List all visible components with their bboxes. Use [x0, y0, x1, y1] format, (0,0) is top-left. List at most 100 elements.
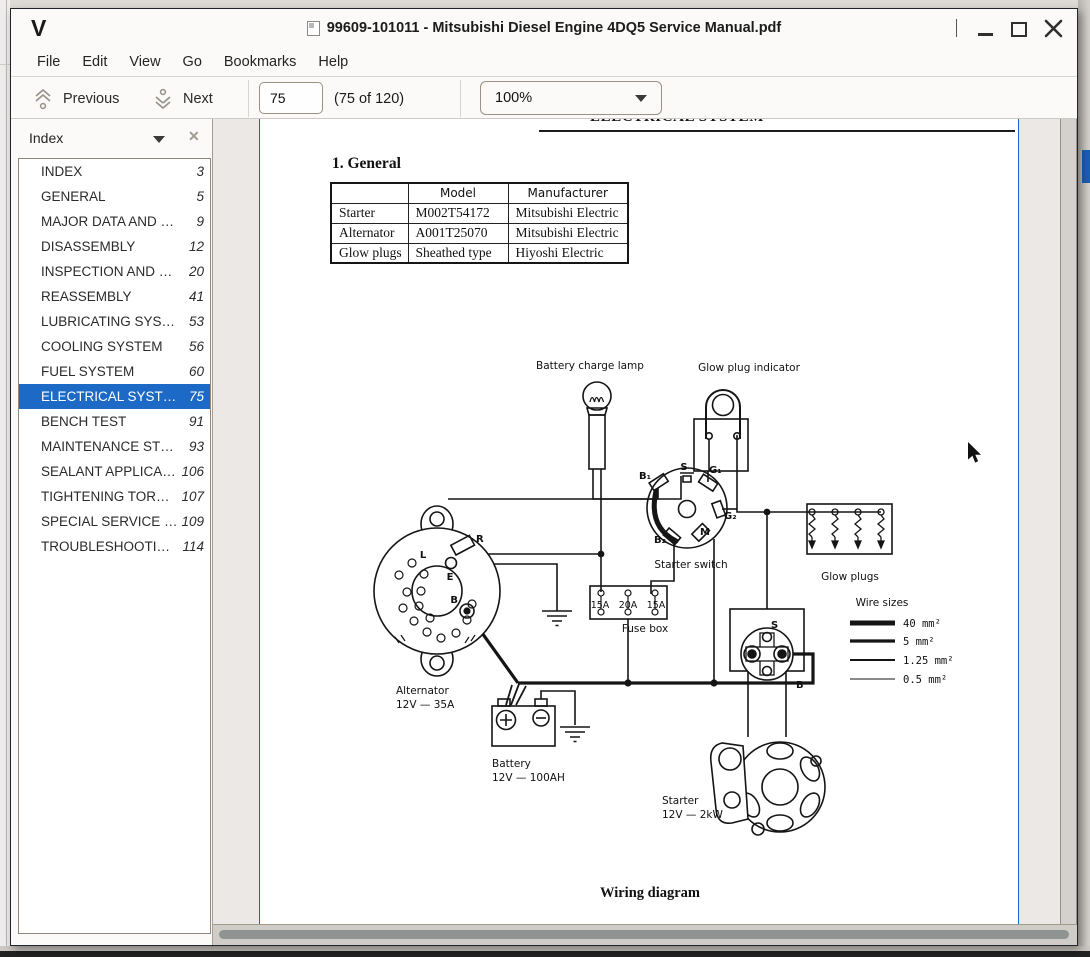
sidebar-item-bench-test[interactable]: BENCH TEST91	[19, 409, 210, 434]
minimize-button[interactable]	[975, 18, 995, 38]
sidebar-close-icon[interactable]: ✕	[188, 128, 200, 145]
menu-view[interactable]: View	[118, 47, 171, 76]
toolbar-separator-2	[460, 80, 461, 117]
bookmark-page: 41	[189, 289, 204, 304]
heading-rule	[539, 130, 1015, 132]
sidebar-item-electrical[interactable]: ELECTRICAL SYST… 75	[19, 384, 210, 409]
bookmark-label: MAINTENANCE ST…	[41, 439, 174, 454]
pdf-page: ELECTRICAL SYSTEM 1. General Model Manuf…	[259, 119, 1019, 924]
sidebar-item-reassembly[interactable]: REASSEMBLY41	[19, 284, 210, 309]
sidebar-item-fuel[interactable]: FUEL SYSTEM 60	[19, 359, 210, 384]
bookmark-page: 60	[189, 364, 204, 379]
sidebar-item-general[interactable]: GENERAL5	[19, 184, 210, 209]
svg-text:12V — 35A: 12V — 35A	[396, 699, 455, 711]
svg-text:E: E	[447, 572, 454, 583]
menu-help[interactable]: Help	[307, 47, 359, 76]
sidebar-item-tightening[interactable]: TIGHTENING TOR…107	[19, 484, 210, 509]
page-number-input[interactable]	[259, 82, 323, 114]
bookmark-page: 9	[196, 214, 204, 229]
svg-text:15A: 15A	[647, 600, 666, 611]
svg-text:G₂: G₂	[724, 511, 737, 522]
sidebar-item-sealant[interactable]: SEALANT APPLICA…106	[19, 459, 210, 484]
bookmark-page: 114	[182, 539, 204, 554]
bookmark-page: 93	[189, 439, 204, 454]
wire-sizes-legend: Wire sizes 40 mm² 5 mm² 1.25 mm² 0.5 mm²	[850, 597, 954, 686]
sidebar-item-special-service[interactable]: SPECIAL SERVICE …109	[19, 509, 210, 534]
vertical-scrollbar[interactable]	[1060, 119, 1077, 924]
svg-text:1.25 mm²: 1.25 mm²	[903, 655, 954, 667]
maximize-button[interactable]	[1009, 18, 1029, 38]
bookmarks-panel: INDEX3 GENERAL5 MAJOR DATA AND … 9 DISASS…	[18, 158, 211, 934]
sidebar-item-index[interactable]: INDEX3	[19, 159, 210, 184]
bookmark-page: 109	[181, 514, 204, 529]
chevrons-up-icon	[33, 88, 53, 110]
bookmark-label: INSPECTION AND …	[41, 264, 172, 279]
bookmark-label: COOLING SYSTEM	[41, 339, 163, 354]
toolbar: Previous Next (75 of 120) 100%	[11, 78, 1077, 119]
sidebar-item-major-data[interactable]: MAJOR DATA AND … 9	[19, 209, 210, 234]
mouse-cursor	[966, 441, 984, 465]
svg-text:20A: 20A	[619, 600, 638, 611]
svg-text:S: S	[680, 462, 687, 473]
zoom-select[interactable]: 100%	[480, 81, 662, 115]
bookmark-label: DISASSEMBLY	[41, 239, 135, 254]
sidebar-item-troubleshooting[interactable]: TROUBLESHOOTI… 114	[19, 534, 210, 559]
sidebar-item-maintenance[interactable]: MAINTENANCE ST… 93	[19, 434, 210, 459]
wiring-diagram: Battery charge lamp Glow plug indicator	[260, 349, 1019, 924]
next-page-button[interactable]: Next	[153, 78, 213, 119]
bookmark-label: ELECTRICAL SYST…	[41, 389, 176, 404]
table-row: AlternatorA001T25070Mitsubishi Electric	[331, 223, 628, 243]
alternator: R L E B Alternator 12V — 35A	[374, 506, 500, 711]
bookmark-label: MAJOR DATA AND …	[41, 214, 174, 229]
starter: S B Sta	[662, 609, 825, 835]
sidebar-item-lubricating[interactable]: LUBRICATING SYS…53	[19, 309, 210, 334]
bookmark-page: 75	[189, 389, 204, 404]
menu-file[interactable]: File	[26, 47, 71, 76]
bookmark-label: FUEL SYSTEM	[41, 364, 134, 379]
bookmark-page: 12	[189, 239, 204, 254]
bookmark-page: 3	[196, 164, 204, 179]
svg-text:Alternator: Alternator	[396, 685, 449, 697]
menu-go[interactable]: Go	[172, 47, 213, 76]
menu-bookmarks[interactable]: Bookmarks	[213, 47, 308, 76]
bookmark-page: 53	[189, 314, 204, 329]
desktop-background-right	[1078, 0, 1090, 957]
svg-text:R: R	[476, 534, 484, 545]
titlebar[interactable]: V 99609-101011 - Mitsubishi Diesel Engin…	[11, 9, 1077, 47]
close-button[interactable]	[1043, 18, 1063, 38]
bookmark-page: 56	[189, 339, 204, 354]
sidebar-item-disassembly[interactable]: DISASSEMBLY 12	[19, 234, 210, 259]
bookmark-label: TROUBLESHOOTI…	[41, 539, 170, 554]
battery-charge-lamp: Battery charge lamp	[536, 360, 644, 469]
bookmark-page: 107	[181, 489, 204, 504]
sidebar: Index ✕ INDEX3 GENERAL5 MAJOR DATA AND ……	[11, 119, 213, 945]
svg-text:12V — 100AH: 12V — 100AH	[492, 772, 565, 784]
pdf-document-icon	[307, 21, 320, 36]
pdf-viewer-window: V 99609-101011 - Mitsubishi Diesel Engin…	[10, 8, 1078, 946]
svg-text:B₂: B₂	[654, 535, 666, 546]
horizontal-scrollbar-thumb[interactable]	[219, 930, 1069, 939]
svg-text:40 mm²: 40 mm²	[903, 618, 941, 630]
svg-text:12V — 2kW: 12V — 2kW	[662, 809, 723, 821]
next-label: Next	[183, 91, 213, 107]
sidebar-dropdown-icon[interactable]	[153, 136, 165, 143]
svg-text:5 mm²: 5 mm²	[903, 636, 935, 648]
page-heading: ELECTRICAL SYSTEM	[590, 119, 764, 126]
previous-page-button[interactable]: Previous	[33, 78, 119, 119]
ground-symbol	[542, 611, 572, 626]
battery: Battery 12V — 100AH	[492, 699, 565, 784]
sidebar-mode-label[interactable]: Index	[29, 130, 63, 146]
bookmark-label: BENCH TEST	[41, 414, 126, 429]
menu-edit[interactable]: Edit	[71, 47, 118, 76]
sidebar-item-inspection[interactable]: INSPECTION AND …20	[19, 259, 210, 284]
titlebar-separator	[956, 19, 957, 37]
svg-text:B: B	[796, 680, 804, 691]
sidebar-item-cooling[interactable]: COOLING SYSTEM 56	[19, 334, 210, 359]
horizontal-scrollbar[interactable]	[213, 924, 1077, 945]
starter-switch: B₁ S G₁ G₂ M B₂ Starter switch	[639, 462, 737, 571]
table-header-row: Model Manufacturer	[331, 183, 628, 203]
table-row: StarterM002T54172Mitsubishi Electric	[331, 203, 628, 223]
svg-text:Battery: Battery	[492, 758, 531, 770]
svg-text:Battery charge lamp: Battery charge lamp	[536, 360, 644, 372]
parts-table: Model Manufacturer StarterM002T54172Mits…	[330, 182, 629, 264]
